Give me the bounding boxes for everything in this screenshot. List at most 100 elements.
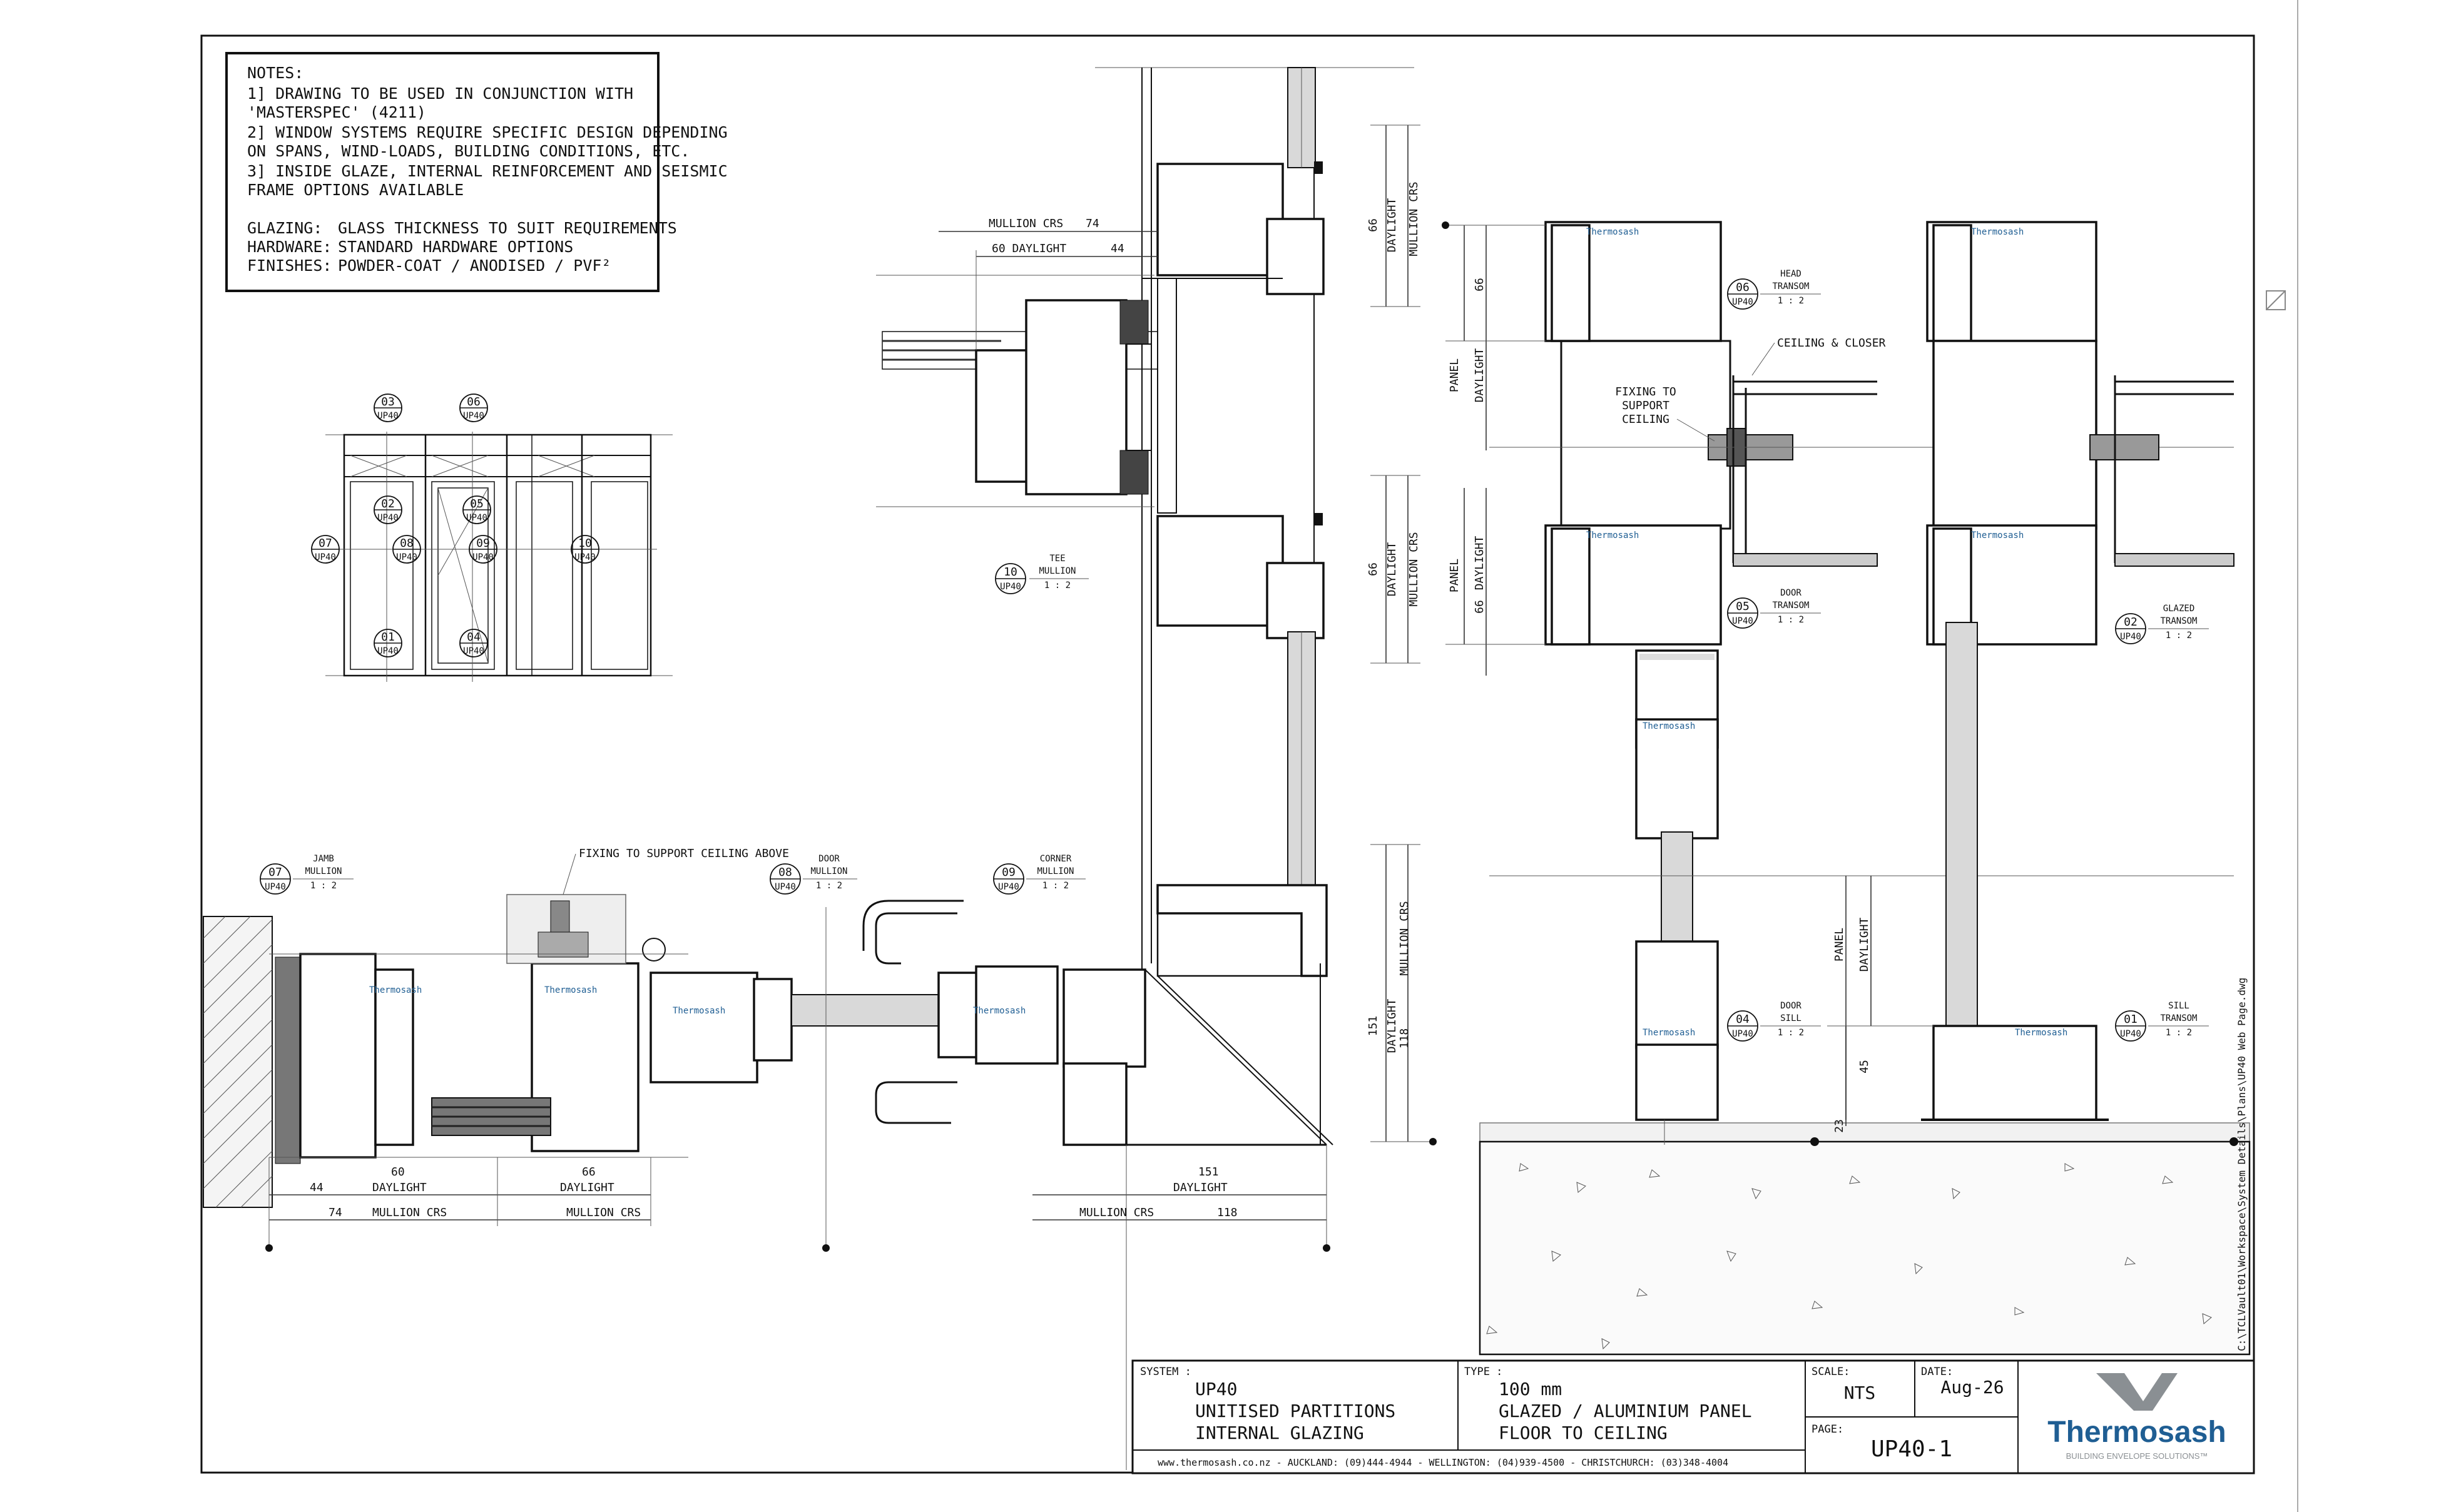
leader-fixing-support <box>1676 419 1715 442</box>
dim-panel-door-transom: PANEL <box>1448 559 1461 592</box>
dim-45-sill: 45 <box>1858 1060 1871 1073</box>
svg-text:UP40: UP40 <box>466 513 487 523</box>
detail-tag-sill-transom: 01 UP40 SILL TRANSOM 1 : 2 <box>2115 1001 2209 1042</box>
spec-glazing-value: GLASS THICKNESS TO SUIT REQUIREMENTS <box>338 219 677 237</box>
svg-text:CORNER: CORNER <box>1040 854 1072 864</box>
svg-text:UP40: UP40 <box>377 513 399 523</box>
tb-date-label: DATE: <box>1921 1366 1953 1378</box>
svg-text:UP40: UP40 <box>396 552 417 562</box>
vertical-section-glazed <box>1926 221 2234 1121</box>
profile-brand-5: Thermosash <box>1586 227 1639 237</box>
tb-page-label: PAGE: <box>1811 1423 1843 1436</box>
tag-05: 05 UP40 <box>462 495 491 524</box>
dim-mullion-crs-tee-b: MULLION CRS <box>1407 532 1420 606</box>
profile-brand-3: Thermosash <box>673 1006 725 1016</box>
tb-type-line-2: GLAZED / ALUMINIUM PANEL <box>1499 1401 1752 1421</box>
svg-text:1 : 2: 1 : 2 <box>1044 581 1071 591</box>
profile-brand-11: Thermosash <box>2015 1028 2067 1038</box>
leader-fixing-ceiling <box>563 853 576 895</box>
dim-mullion-crs-tee-a: MULLION CRS <box>1407 181 1420 256</box>
svg-text:MULLION: MULLION <box>810 866 847 876</box>
dim-mullion-crs-plan-c: MULLION CRS <box>1079 1206 1154 1219</box>
svg-text:08: 08 <box>400 537 414 550</box>
tag-06: 06 UP40 <box>459 393 488 422</box>
tb-footer-contacts: www.thermosash.co.nz - AUCKLAND: (09)444… <box>1158 1457 1728 1468</box>
dim-118-corner-v: 118 <box>1398 1028 1411 1049</box>
tb-system-line-2: UNITISED PARTITIONS <box>1195 1401 1395 1421</box>
dim-66-door-transom: 66 <box>1473 600 1486 614</box>
note-line-6: FRAME OPTIONS AVAILABLE <box>247 181 464 199</box>
dim-daylight-plan-a: DAYLIGHT <box>372 1181 427 1194</box>
spec-hardware-value: STANDARD HARDWARE OPTIONS <box>338 238 573 256</box>
svg-text:UP40: UP40 <box>265 882 286 892</box>
svg-text:02: 02 <box>2124 616 2138 629</box>
svg-text:10: 10 <box>1004 566 1017 579</box>
spec-finishes-label: FINISHES: <box>247 256 332 275</box>
tb-date-value: Aug-26 <box>1940 1377 2004 1398</box>
tb-type-line-3: FLOOR TO CEILING <box>1499 1423 1668 1443</box>
elevation-tags: 03 UP40 06 UP40 02 UP40 05 UP40 07 UP40 … <box>311 393 599 657</box>
tag-08: 08 UP40 <box>392 535 421 564</box>
spec-glazing-label: GLAZING: <box>247 219 322 237</box>
vertical-section-dims <box>1442 221 1934 1126</box>
detail-tag-corner-mullion: 09 UP40 CORNER MULLION 1 : 2 <box>993 854 1086 895</box>
svg-text:1 : 2: 1 : 2 <box>310 881 337 891</box>
svg-text:UP40: UP40 <box>315 552 336 562</box>
tag-01: 01 UP40 <box>374 629 402 657</box>
svg-text:SILL: SILL <box>2168 1001 2189 1011</box>
dim-66-plan: 66 <box>582 1165 596 1179</box>
profile-brand-9: Thermosash <box>1643 721 1695 731</box>
detail-tag-head-transom: 06 UP40 HEAD TRANSOM 1 : 2 <box>1727 269 1821 310</box>
svg-text:1 : 2: 1 : 2 <box>2166 1028 2192 1038</box>
profile-brand-10: Thermosash <box>1643 1028 1695 1038</box>
partition-elevation <box>313 432 673 682</box>
annotation-fixing-to: FIXING TO <box>1615 385 1676 398</box>
note-line-3: 2] WINDOW SYSTEMS REQUIRE SPECIFIC DESIG… <box>247 123 728 141</box>
dim-mullion-crs-corner-v: MULLION CRS <box>1398 901 1411 975</box>
dim-44-plan: 44 <box>310 1181 324 1194</box>
svg-text:1 : 2: 1 : 2 <box>1778 615 1804 625</box>
tag-04: 04 UP40 <box>459 629 488 657</box>
annotation-fixing-ceiling-above: FIXING TO SUPPORT CEILING ABOVE <box>579 847 789 860</box>
svg-text:UP40: UP40 <box>472 552 494 562</box>
tag-02: 02 UP40 <box>374 495 402 524</box>
svg-text:09: 09 <box>476 537 490 550</box>
logo-wordmark: Thermosash <box>2047 1416 2226 1449</box>
svg-text:GLAZED: GLAZED <box>2163 604 2195 614</box>
floor-slab <box>1479 1119 2251 1356</box>
spec-hardware-label: HARDWARE: <box>247 238 332 256</box>
svg-text:UP40: UP40 <box>2120 632 2141 642</box>
svg-text:TRANSOM: TRANSOM <box>2160 616 2197 626</box>
svg-text:04: 04 <box>1736 1013 1750 1026</box>
file-path: C:\TCLVault01\Workspace\System Details\P… <box>2236 978 2248 1351</box>
note-line-2: 'MASTERSPEC' (4211) <box>247 103 426 121</box>
svg-text:TEE: TEE <box>1049 554 1065 564</box>
svg-text:07: 07 <box>318 537 332 550</box>
svg-text:1 : 2: 1 : 2 <box>1042 881 1069 891</box>
profile-brand-4: Thermosash <box>973 1006 1026 1016</box>
dim-daylight-tee-a: DAYLIGHT <box>1385 198 1399 252</box>
dim-66-tee-a: 66 <box>1367 218 1380 232</box>
dim-74-plan: 74 <box>329 1206 342 1219</box>
spec-finishes-value: POWDER-COAT / ANODISED / PVF² <box>338 256 611 275</box>
svg-text:UP40: UP40 <box>377 646 399 656</box>
vertical-section-door <box>1489 221 2234 1121</box>
dim-daylight-plan-c: DAYLIGHT <box>1173 1181 1228 1194</box>
dim-118-plan: 118 <box>1217 1206 1238 1219</box>
leader-ceiling-closer <box>1751 342 1775 376</box>
svg-text:UP40: UP40 <box>1732 616 1753 626</box>
svg-text:UP40: UP40 <box>998 882 1019 892</box>
svg-text:08: 08 <box>778 866 792 879</box>
profile-brand-2: Thermosash <box>544 985 597 995</box>
dim-66-head: 66 <box>1473 278 1486 292</box>
dim-44-top: 44 <box>1111 242 1124 255</box>
detail-tag-door-sill: 04 UP40 DOOR SILL 1 : 2 <box>1727 1001 1821 1042</box>
title-block: SYSTEM : UP40 UNITISED PARTITIONS INTERN… <box>1131 1359 2255 1474</box>
dim-74-top: 74 <box>1086 217 1099 230</box>
svg-text:TRANSOM: TRANSOM <box>1772 282 1809 292</box>
tb-scale-label: SCALE: <box>1811 1366 1850 1378</box>
tb-type-label: TYPE : <box>1464 1366 1502 1378</box>
svg-text:TRANSOM: TRANSOM <box>2160 1013 2197 1023</box>
svg-text:UP40: UP40 <box>1000 582 1021 592</box>
notes-box: NOTES: 1] DRAWING TO BE USED IN CONJUNCT… <box>225 52 728 292</box>
